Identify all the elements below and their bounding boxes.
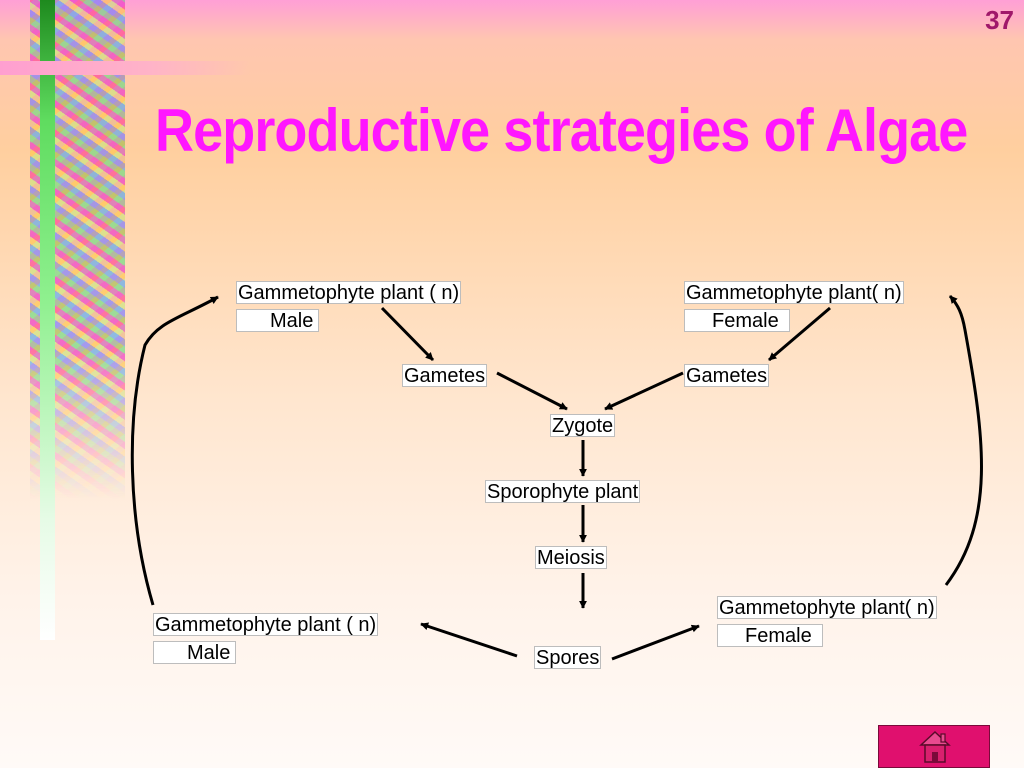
arrow-gametes-left-to-zygote	[496, 371, 568, 411]
arrow-female-cycle-up	[944, 295, 983, 586]
arrow-male-to-gametes	[380, 306, 435, 362]
top-right-sex-label: Female	[684, 309, 790, 332]
bottom-left-plant-label: Gammetophyte plant ( n)	[153, 613, 379, 636]
meiosis-label: Meiosis	[535, 546, 607, 569]
spores-label: Spores	[534, 646, 602, 669]
bottom-right-sex-label: Female	[717, 624, 823, 647]
arrow-female-to-gametes	[768, 306, 831, 362]
gametes-right-label: Gametes	[684, 364, 770, 387]
home-button[interactable]	[878, 725, 990, 768]
decorative-horizontal-bar	[0, 61, 250, 75]
zygote-label: Zygote	[550, 414, 616, 437]
slide-title: Reproductive strategies of Algae	[155, 97, 968, 164]
top-left-sex-label: Male	[236, 309, 319, 332]
decorative-vertical-bar	[40, 0, 55, 640]
house-icon	[919, 730, 951, 763]
bottom-left-sex-label: Male	[153, 641, 236, 664]
top-left-plant-label: Gammetophyte plant ( n)	[236, 281, 462, 304]
slide-number: 37	[985, 5, 1014, 35]
arrow-gametes-right-to-zygote	[604, 371, 684, 411]
sporophyte-label: Sporophyte plant	[485, 480, 641, 503]
gametes-left-label: Gametes	[402, 364, 488, 387]
arrow-male-cycle-up	[130, 295, 219, 606]
arrow-spores-to-female	[611, 624, 700, 661]
arrow-spores-to-male	[420, 622, 518, 658]
bottom-right-plant-label: Gammetophyte plant( n)	[717, 596, 937, 619]
top-right-plant-label: Gammetophyte plant( n)	[684, 281, 904, 304]
